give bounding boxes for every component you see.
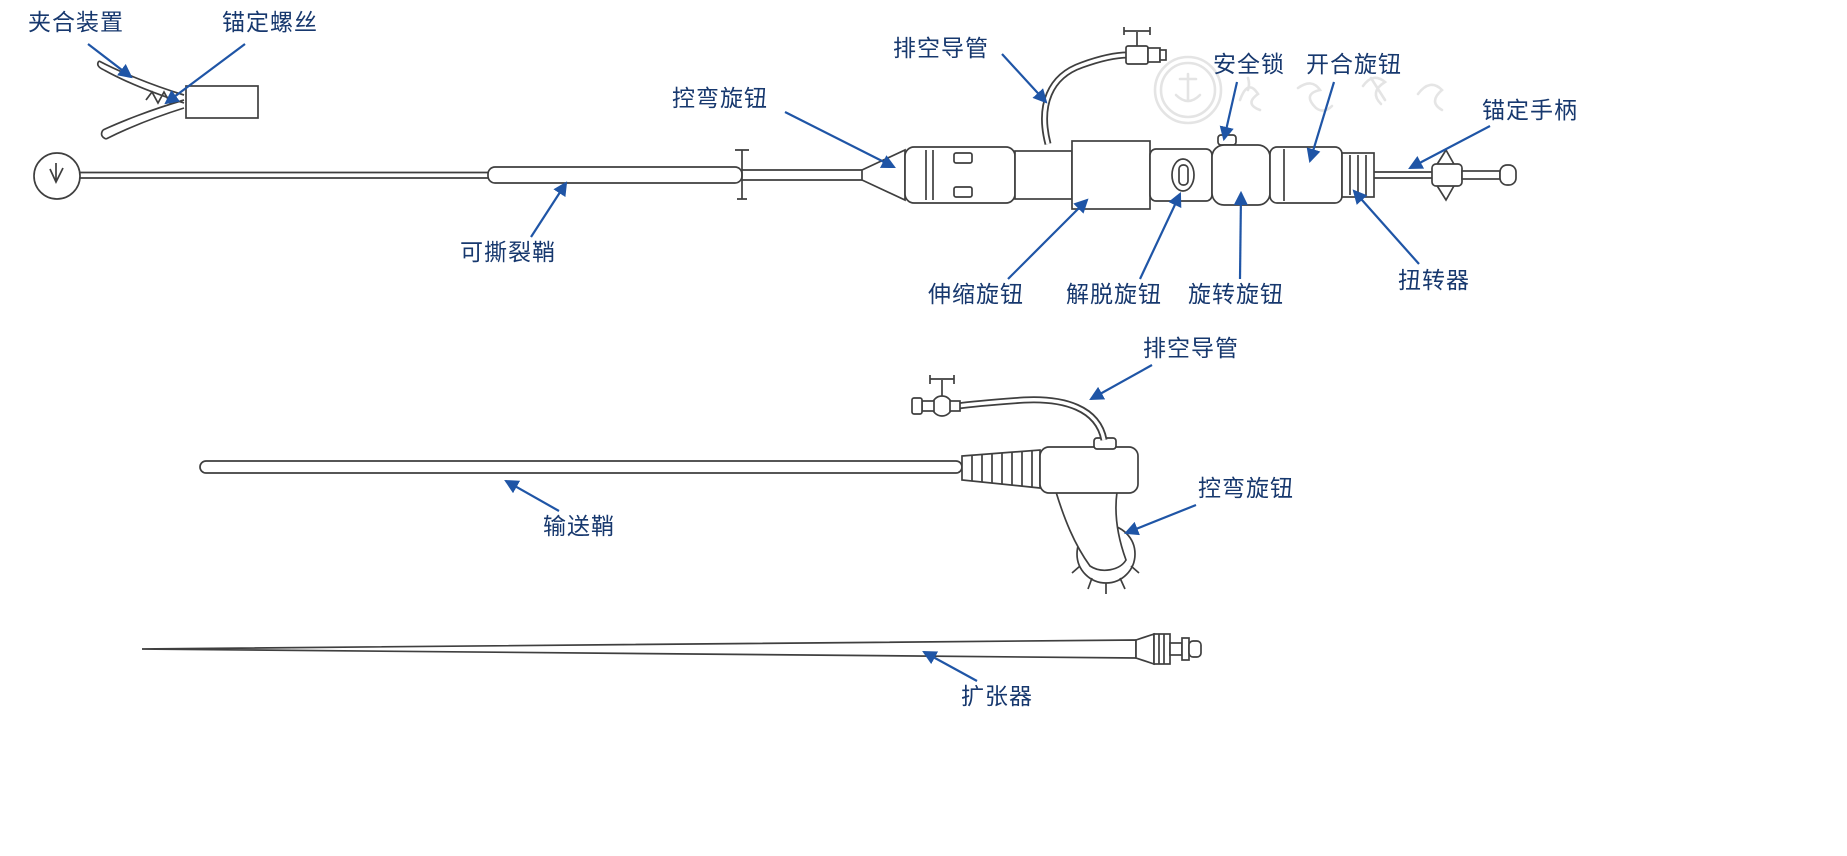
arrow-delivery-sheath (504, 479, 560, 512)
arrow-anchor-handle (1408, 125, 1491, 169)
label-release-knob: 解脱旋钮 (1066, 282, 1162, 307)
label-open-close: 开合旋钮 (1306, 52, 1402, 77)
arrow-rotation-knob (1233, 190, 1249, 280)
label-evac-middle: 排空导管 (1143, 336, 1239, 361)
arrow-open-close (1306, 81, 1336, 164)
evac-tube-top (1041, 51, 1129, 145)
device-dilator (141, 632, 1202, 666)
arrow-clip-device (87, 43, 133, 79)
label-clip-device: 夹合装置 (28, 10, 124, 35)
anchor-handle-shape (1431, 163, 1463, 187)
proximal-shaft (742, 169, 862, 181)
label-rotation-knob: 旋转旋钮 (1188, 282, 1284, 307)
clip-assembly (96, 60, 259, 140)
loop-clip-glyph (49, 163, 64, 184)
label-tearable-sheath: 可撕裂鞘 (460, 240, 556, 265)
delivery-sheath-shape (199, 460, 963, 474)
label-torquer: 扭转器 (1398, 268, 1470, 293)
dilator-shaft (141, 639, 1137, 659)
stopcock-middle (911, 375, 961, 417)
arrow-dilator (922, 650, 978, 682)
label-evac-top: 排空导管 (893, 36, 989, 61)
arrow-evac-middle (1089, 364, 1153, 401)
device-middle (199, 375, 1140, 594)
bend-knob-shape (904, 146, 1016, 204)
watermark (1153, 55, 1444, 125)
pistol-grip (1054, 491, 1127, 572)
label-bend-middle: 控弯旋钮 (1198, 476, 1294, 501)
label-dilator: 扩张器 (961, 684, 1033, 709)
label-anchor-handle: 锚定手柄 (1482, 98, 1578, 123)
arrow-bend-middle (1124, 503, 1197, 536)
arrow-release-knob (1139, 192, 1182, 280)
label-safety-lock: 安全锁 (1213, 52, 1285, 77)
dilator-hub (1188, 640, 1202, 658)
annotation-arrows (87, 43, 1491, 682)
label-bend-top: 控弯旋钮 (672, 86, 768, 111)
arrow-anchor-screw (164, 43, 246, 105)
label-telescope-knob: 伸缩旋钮 (928, 282, 1024, 307)
handle-body (1039, 446, 1139, 494)
arrow-evac-top (1001, 53, 1048, 104)
evac-tube-middle (957, 396, 1108, 441)
arrow-tearable-sheath (530, 181, 568, 238)
open-close-knob-shape (1269, 146, 1343, 204)
label-delivery-sheath: 输送鞘 (543, 514, 615, 539)
label-anchor-screw: 锚定螺丝 (222, 10, 318, 35)
sheath-pin (735, 149, 749, 200)
arrow-telescope-knob (1007, 198, 1089, 280)
strain-relief (961, 449, 1041, 489)
nose-cone (861, 148, 906, 202)
stopcock-top (1123, 27, 1167, 65)
arrow-safety-lock (1219, 81, 1239, 142)
arrow-bend-top (784, 111, 896, 168)
safety-lock-shape (1217, 134, 1237, 146)
inner-shaft (80, 171, 488, 179)
telescope-knob-shape (1071, 140, 1151, 210)
device-top (33, 27, 1517, 210)
release-knob-shape (1149, 148, 1213, 202)
tearable-sheath-shape (487, 166, 743, 184)
arrow-torquer (1352, 189, 1420, 265)
